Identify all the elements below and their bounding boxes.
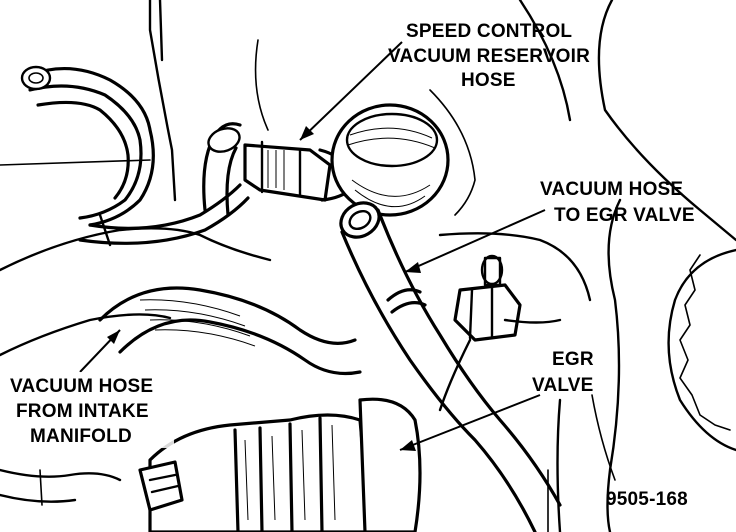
callout-vacuum-hose-egr: VACUUM HOSE TO EGR VALVE <box>540 179 695 226</box>
callout-vacuum-hose-intake: VACUUM HOSE FROM INTAKE MANIFOLD <box>6 372 174 448</box>
figure-number: 9505-168 <box>606 489 688 510</box>
vacuum-hose-intake-label-line3: MANIFOLD <box>30 426 132 447</box>
leader-lines <box>79 41 616 481</box>
speed-control-label-line1: SPEED CONTROL <box>406 21 572 42</box>
egr-valve-fitting <box>438 254 562 412</box>
speed-control-arrowhead <box>300 126 314 140</box>
vacuum-hose-egr-label-line1: VACUUM HOSE <box>540 179 683 200</box>
egr-valve-label-line2: VALVE <box>532 375 594 396</box>
speed-control-label-line2: VACUUM RESERVOIR <box>388 46 590 67</box>
bottom-connector <box>0 397 422 532</box>
intake-hose-arrowhead <box>107 330 120 344</box>
intake-manifold-hose <box>98 286 362 376</box>
egr-valve-arrowhead <box>400 440 416 451</box>
callout-egr-valve: EGR VALVE <box>532 349 594 396</box>
egr-vacuum-hose <box>339 201 562 532</box>
left-tube-bundle <box>20 65 250 247</box>
vacuum-reservoir <box>330 103 450 217</box>
speed-control-hose-assembly <box>202 122 354 217</box>
egr-hose-arrowhead <box>405 262 421 273</box>
vacuum-hose-egr-label-line2: TO EGR VALVE <box>554 205 695 226</box>
vacuum-hose-intake-label-line2: FROM INTAKE <box>16 401 149 422</box>
vacuum-hose-intake-label-line1: VACUUM HOSE <box>10 376 153 397</box>
speed-control-label-line3: HOSE <box>461 70 516 91</box>
egr-valve-label-line1: EGR <box>552 349 594 370</box>
callout-speed-control: SPEED CONTROL VACUUM RESERVOIR HOSE <box>388 21 590 91</box>
